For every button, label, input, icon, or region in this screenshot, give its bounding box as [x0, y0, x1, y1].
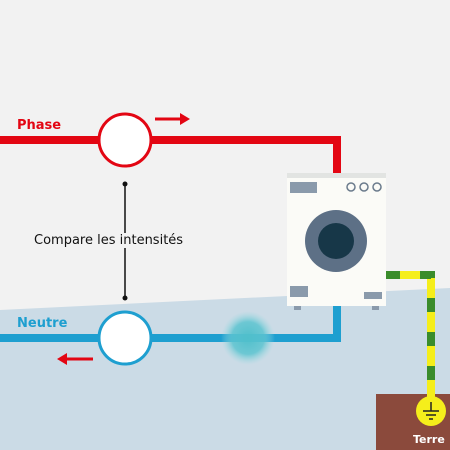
arrow-right-icon: [155, 113, 190, 125]
washing-machine-icon: [287, 173, 386, 310]
neutre-sensor-coil: [97, 310, 153, 366]
terre-label: Terre: [413, 433, 445, 446]
phase-sensor-coil: [97, 112, 153, 168]
phase-label: Phase: [17, 118, 62, 133]
leakage-current-spot: [221, 311, 275, 365]
earth-wire: [386, 271, 435, 410]
arrow-left-icon: [57, 353, 93, 365]
earth-ground-icon: [416, 396, 446, 426]
neutre-label: Neutre: [17, 316, 68, 331]
phase-wire: [0, 136, 341, 178]
compare-label: Compare les intensités: [32, 233, 186, 248]
